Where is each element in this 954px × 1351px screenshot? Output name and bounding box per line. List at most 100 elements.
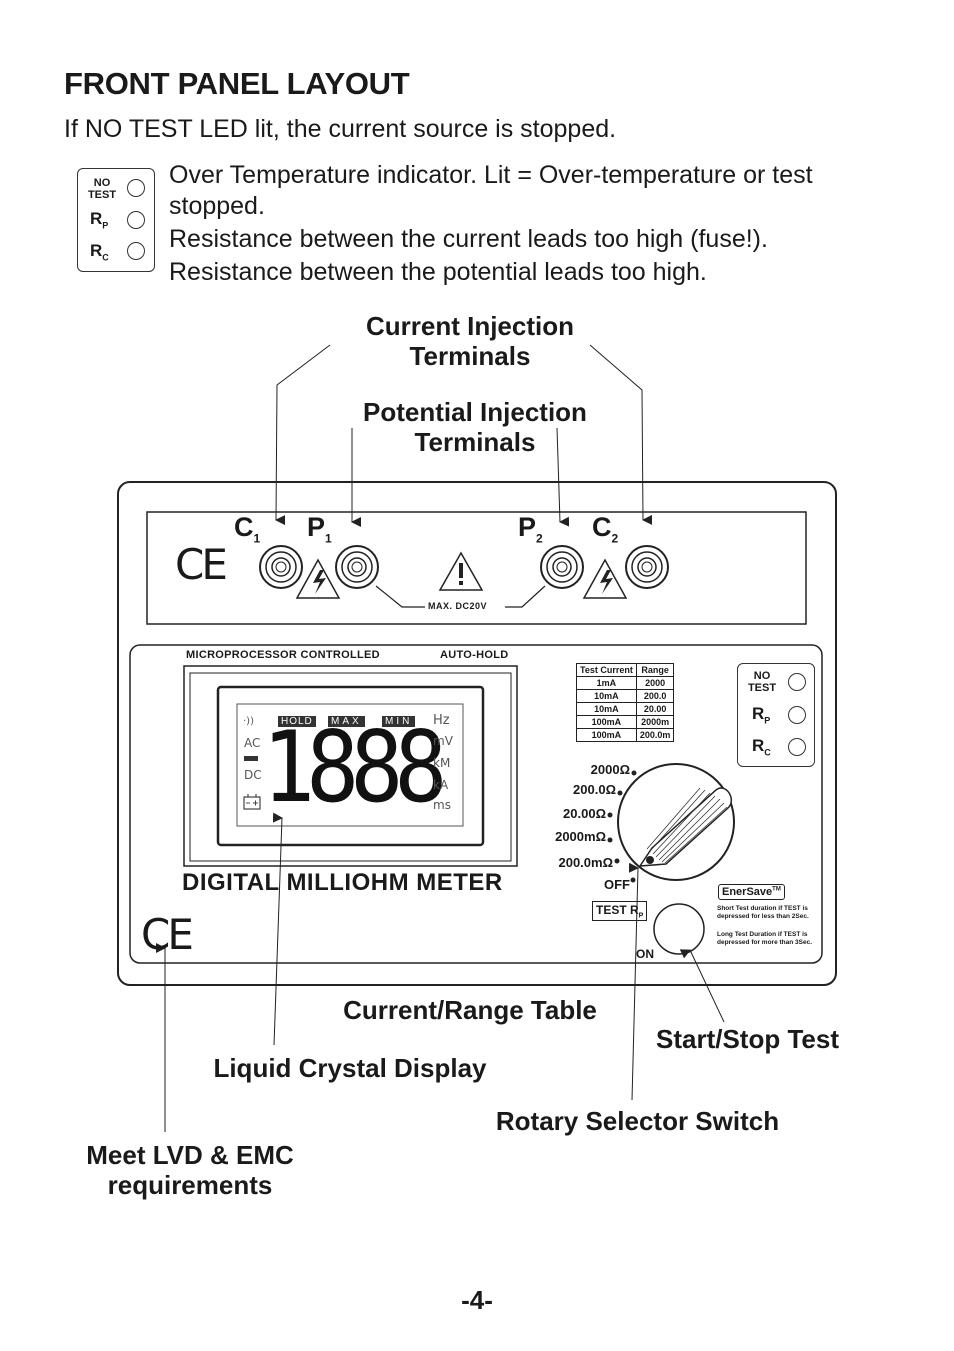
leader-rotary xyxy=(628,862,639,1101)
high-voltage-warning-icon xyxy=(582,558,628,599)
table-cell: 2000m xyxy=(635,715,675,729)
dial-position-2000m[interactable]: 2000mΩ xyxy=(555,829,606,844)
table-cell: 10mA xyxy=(576,702,637,716)
rc-label: RC xyxy=(90,241,109,263)
on-label: ON xyxy=(636,947,654,961)
dial-position-200[interactable]: 200.0Ω xyxy=(573,782,616,797)
panel-no-test-led-icon xyxy=(788,673,806,691)
ce-mark-logo: CE xyxy=(141,910,194,959)
table-cell: 200.0 xyxy=(635,689,675,703)
meter-case xyxy=(117,481,837,986)
terminal-p1-icon xyxy=(335,545,379,589)
table-cell: 100mA xyxy=(576,715,637,729)
leader-start xyxy=(679,949,725,1023)
lcd-callout: Liquid Crystal Display xyxy=(213,1053,487,1083)
auto-hold-label: AUTO-HOLD xyxy=(440,649,509,661)
terminal-p2-icon xyxy=(540,545,584,589)
table-cell: 2000 xyxy=(635,676,675,690)
panel-rc-led-icon xyxy=(788,738,806,756)
test-button[interactable] xyxy=(654,904,704,954)
test-button-icon xyxy=(653,903,705,955)
rc-led-icon xyxy=(127,242,145,260)
unit-hz: Hz xyxy=(433,713,450,728)
current-injection-callout: Current Injection Terminals xyxy=(365,311,574,371)
table-header-row: Test Current Range xyxy=(576,663,675,677)
terminal-p1-label: P1 xyxy=(307,512,332,546)
unit-ka: kA xyxy=(433,778,449,792)
table-cell: 100mA xyxy=(576,728,637,742)
table-cell: 20.00 xyxy=(635,702,675,716)
panel-rp-led-icon xyxy=(788,706,806,724)
table-header: Range xyxy=(635,663,675,677)
rp-led-icon xyxy=(127,211,145,229)
beep-indicator: ·)) xyxy=(243,716,254,727)
over-temp-description: Over Temperature indicator. Lit = Over-t… xyxy=(169,161,813,220)
enersave-short-text: Short Test duration if TEST is depressed… xyxy=(717,905,809,920)
max-indicator: MAX xyxy=(328,716,365,727)
min-indicator: MIN xyxy=(382,716,416,727)
max-voltage-label: MAX. DC20V xyxy=(428,601,488,611)
table-cell: 200.0m xyxy=(635,728,675,742)
rc-description: Resistance between the potential leads t… xyxy=(169,258,707,286)
dial-position-off[interactable]: OFF xyxy=(604,877,630,892)
start-stop-callout: Start/Stop Test xyxy=(656,1024,839,1054)
face-panel xyxy=(129,644,823,964)
rp-description: Resistance between the current leads too… xyxy=(169,225,768,253)
terminal-c1-label: C1 xyxy=(234,512,261,546)
leader-c2 xyxy=(589,344,653,525)
lcd-digits: 1888 xyxy=(262,711,447,825)
unit-mv: mV xyxy=(433,734,453,748)
dial-position-200m[interactable]: 200.0mΩ xyxy=(558,855,613,870)
page-title: FRONT PANEL LAYOUT xyxy=(64,66,410,101)
ac-dc-bar-icon xyxy=(244,756,258,761)
table-header: Test Current xyxy=(576,663,637,677)
potential-injection-callout: Potential Injection Terminals xyxy=(363,397,587,457)
ac-indicator: AC xyxy=(244,736,261,750)
unit-km: kM xyxy=(433,756,451,770)
high-voltage-warning-icon xyxy=(295,558,341,599)
current-range-table-callout: Current/Range Table xyxy=(343,995,597,1025)
lcd-bezel-inner xyxy=(216,685,485,847)
enersave-long-text: Long Test Duration if TEST is depressed … xyxy=(717,931,813,946)
microprocessor-label: MICROPROCESSOR CONTROLLED xyxy=(186,649,380,661)
leader-p2 xyxy=(556,427,570,527)
lvd-emc-callout: Meet LVD & EMC requirements xyxy=(86,1140,294,1200)
table-cell: 1mA xyxy=(576,676,637,690)
rotary-selector-callout: Rotary Selector Switch xyxy=(495,1106,780,1136)
page-number: -4- xyxy=(461,1285,493,1315)
meter-name-label: DIGITAL MILLIOHM METER xyxy=(182,869,503,896)
enersave-badge: EnerSaveTM xyxy=(718,884,785,900)
rotary-selector-icon xyxy=(617,763,735,881)
caution-warning-icon xyxy=(438,551,484,591)
terminal-c2-label: C2 xyxy=(592,512,619,546)
ce-mark-logo: CE xyxy=(175,540,228,589)
battery-icon xyxy=(243,794,261,810)
lcd-bezel-outer xyxy=(183,665,518,867)
terminal-c1-icon xyxy=(259,545,303,589)
leader-c1 xyxy=(275,344,331,526)
no-test-led-icon xyxy=(127,179,145,197)
dial-position-20[interactable]: 20.00Ω xyxy=(563,806,606,821)
intro-text: If NO TEST LED lit, the current source i… xyxy=(64,115,617,143)
rp-label: RP xyxy=(90,209,109,231)
table-cell: 10mA xyxy=(576,689,637,703)
terminal-panel xyxy=(146,511,807,625)
terminal-p2-label: P2 xyxy=(518,512,543,546)
unit-ms: ms xyxy=(433,798,451,812)
dial-position-2000[interactable]: 2000Ω xyxy=(590,762,630,777)
terminal-c2-icon xyxy=(625,545,669,589)
leader-lcd xyxy=(272,812,283,1046)
dc-indicator: DC xyxy=(244,768,262,782)
panel-rp-label: RP xyxy=(752,704,771,726)
